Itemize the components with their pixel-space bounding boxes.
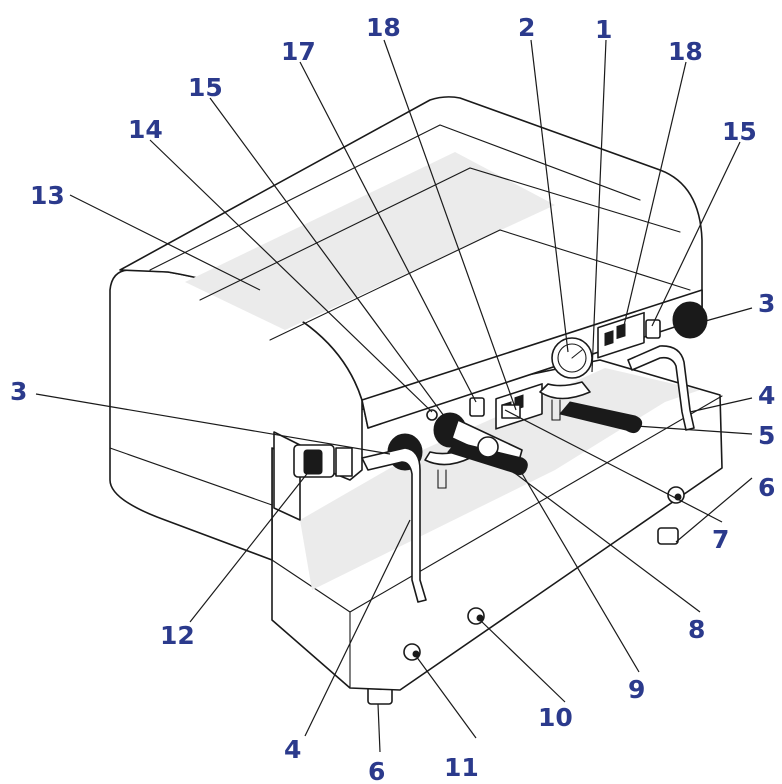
callout-12: 12 xyxy=(160,621,195,650)
leader-2 xyxy=(530,39,569,353)
leader-9 xyxy=(519,469,640,673)
leader-13 xyxy=(69,194,261,291)
callout-6-right: 6 xyxy=(758,473,775,502)
leader-10 xyxy=(479,619,566,703)
callout-11: 11 xyxy=(444,753,479,782)
leader-18-left xyxy=(383,39,517,411)
callout-14: 14 xyxy=(128,115,163,144)
leader-14 xyxy=(149,139,433,413)
callout-3-left: 3 xyxy=(10,377,27,406)
leader-11 xyxy=(415,655,477,739)
hot-water-outlet xyxy=(477,436,499,458)
callout-2: 2 xyxy=(518,13,535,42)
leader-17 xyxy=(299,61,477,403)
switch-right xyxy=(645,319,661,339)
callout-1: 1 xyxy=(595,15,612,44)
callout-10: 10 xyxy=(538,703,573,732)
callout-18-left: 18 xyxy=(366,13,401,42)
side-opening xyxy=(273,431,353,521)
leader-6-right xyxy=(675,477,753,543)
leader-5 xyxy=(635,425,753,435)
callout-18-right: 18 xyxy=(668,37,703,66)
leader-lines xyxy=(35,39,753,753)
callout-13: 13 xyxy=(30,181,65,210)
callout-6-bottom: 6 xyxy=(368,757,385,784)
callout-9: 9 xyxy=(628,675,645,704)
leader-3-right xyxy=(701,307,753,323)
callout-3-right: 3 xyxy=(758,289,775,318)
leader-15-left xyxy=(209,97,448,421)
switch-left xyxy=(469,397,485,417)
leader-12 xyxy=(189,469,311,623)
machine-illustration xyxy=(109,96,723,705)
pressure-gauge xyxy=(551,337,593,379)
steam-wand-left xyxy=(361,447,427,603)
callout-7: 7 xyxy=(712,525,729,554)
callout-4-right: 4 xyxy=(758,381,775,410)
cup-warmer-tray xyxy=(185,152,555,330)
leader-3-left xyxy=(35,393,391,455)
leader-4-bottom xyxy=(304,519,411,737)
callout-15-right: 15 xyxy=(722,117,757,146)
leader-4-right xyxy=(689,397,753,413)
callout-labels: 1 2 3 3 4 4 5 6 6 7 8 9 10 11 12 13 14 1… xyxy=(10,13,775,784)
steam-knob-right xyxy=(672,301,708,339)
callout-15-left: 15 xyxy=(188,73,223,102)
leader-7 xyxy=(504,409,723,523)
callout-8: 8 xyxy=(688,615,705,644)
callout-4-bottom: 4 xyxy=(284,735,301,764)
base-housing xyxy=(271,359,723,691)
callout-5: 5 xyxy=(758,421,775,450)
leader-6-bottom xyxy=(377,703,381,753)
leader-15-right xyxy=(651,141,741,327)
indicator-light xyxy=(426,409,438,421)
leader-1 xyxy=(591,39,607,373)
leader-18-right xyxy=(621,61,687,335)
callout-17: 17 xyxy=(281,37,316,66)
